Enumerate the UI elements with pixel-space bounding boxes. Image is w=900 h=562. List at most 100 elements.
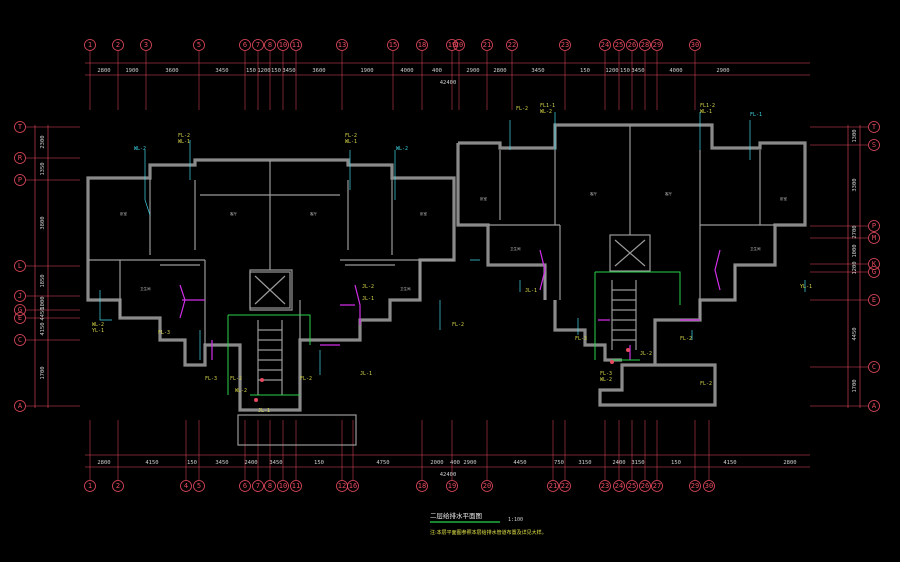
axis-label: 10 xyxy=(279,482,287,490)
right-dim-value: 1200 xyxy=(852,261,858,274)
axis-label: 26 xyxy=(641,482,649,490)
svg-text:卫生间: 卫生间 xyxy=(400,286,411,291)
bottom-dim-value: 150 xyxy=(671,460,681,466)
bottom-dim-value: 3450 xyxy=(269,460,282,466)
top-axis-bubble: 10 xyxy=(277,39,289,51)
bottom-axis-bubble: 7 xyxy=(252,480,264,492)
top-axis-bubble: 6 xyxy=(239,39,251,51)
drawing-note: 注:本层平面图参照本层给排水管道布置及详见大样。 xyxy=(430,529,547,536)
axis-label: E xyxy=(872,296,876,304)
bottom-axis-bubble: 8 xyxy=(264,480,276,492)
axis-label: 30 xyxy=(705,482,713,490)
axis-label: K xyxy=(872,260,877,268)
right-axis-bubble: M xyxy=(868,232,880,244)
axis-label: 23 xyxy=(561,41,569,49)
top-dim-value: 3450 xyxy=(631,68,644,74)
top-dim-value: 150 xyxy=(580,68,590,74)
left-axis-bubble: L xyxy=(14,260,26,272)
bottom-dim-value: 2400 xyxy=(612,460,625,466)
axis-label: 26 xyxy=(628,41,636,49)
svg-text:WL-1: WL-1 xyxy=(178,139,190,145)
top-dim-value: 4000 xyxy=(400,68,413,74)
svg-text:FL1-1: FL1-1 xyxy=(540,103,555,109)
top-dim-value: 1900 xyxy=(125,68,138,74)
bottom-axis-bubble: 4 xyxy=(180,480,192,492)
svg-text:卧室: 卧室 xyxy=(420,211,428,216)
svg-text:WL-2: WL-2 xyxy=(396,146,408,152)
right-building-walls xyxy=(456,123,807,407)
top-axis-bubble: 3 xyxy=(140,39,152,51)
left-dim-value: 4150 xyxy=(40,322,46,335)
svg-text:WL-2: WL-2 xyxy=(92,322,104,328)
top-axis-bubble: 11 xyxy=(290,39,302,51)
axis-label: S xyxy=(872,141,876,149)
left-dim-value: 2300 xyxy=(40,135,46,148)
axis-label: 27 xyxy=(653,482,661,490)
top-dim-value: 4000 xyxy=(669,68,682,74)
bottom-dim-value: 750 xyxy=(554,460,564,466)
bottom-axis-bubble: 29 xyxy=(689,480,701,492)
svg-text:WL-2: WL-2 xyxy=(600,377,612,383)
top-dim-value: 3450 xyxy=(531,68,544,74)
axis-label: C xyxy=(18,336,22,344)
bottom-axis-bubble: 19 xyxy=(446,480,458,492)
right-axis-bubble: P xyxy=(868,220,880,232)
svg-text:JL-1: JL-1 xyxy=(360,371,372,377)
svg-text:FL-3: FL-3 xyxy=(205,376,217,382)
svg-text:WL-2: WL-2 xyxy=(134,146,146,152)
top-dim-value: 150 xyxy=(271,68,281,74)
axis-label: 15 xyxy=(389,41,397,49)
left-dim-value: 1850 xyxy=(40,274,46,287)
left-dim-value: 3800 xyxy=(40,216,46,229)
axis-label: 29 xyxy=(691,482,699,490)
left-building-pipes xyxy=(99,140,441,402)
right-dim-value: 2700 xyxy=(852,225,858,238)
top-dim-value: 2800 xyxy=(97,68,110,74)
bottom-axis-bubble: 10 xyxy=(277,480,289,492)
top-dim-value: 3450 xyxy=(282,68,295,74)
axis-label: 1 xyxy=(88,482,92,490)
bottom-dim-value: 4150 xyxy=(723,460,736,466)
top-dim-value: 400 xyxy=(432,68,442,74)
svg-text:FL-2: FL-2 xyxy=(516,106,528,112)
axis-label: 8 xyxy=(268,41,272,49)
bottom-dim-value: 4150 xyxy=(145,460,158,466)
top-axis-bubble: 8 xyxy=(264,39,276,51)
axis-label: 5 xyxy=(197,482,201,490)
right-axis-bubble: C xyxy=(868,361,880,373)
axis-label: 25 xyxy=(615,41,623,49)
axis-grid-lines xyxy=(26,51,868,480)
axis-label: M xyxy=(872,234,876,242)
svg-text:FL-3: FL-3 xyxy=(600,371,612,377)
bottom-total-dim: 42400 xyxy=(440,472,457,478)
svg-text:FL-2: FL-2 xyxy=(680,336,692,342)
top-axis-bubble: 29 xyxy=(651,39,663,51)
bottom-dim-value: 400 xyxy=(450,460,460,466)
svg-text:卫生间: 卫生间 xyxy=(510,246,521,251)
svg-text:客厅: 客厅 xyxy=(590,191,598,196)
axis-label: 21 xyxy=(549,482,557,490)
svg-text:FL-1: FL-1 xyxy=(750,112,762,118)
top-dim-value: 3600 xyxy=(312,68,325,74)
svg-text:卧室: 卧室 xyxy=(120,211,127,216)
axis-label: 8 xyxy=(268,482,272,490)
axis-label: 18 xyxy=(418,482,426,490)
axis-label: P xyxy=(18,176,22,184)
axis-label: 6 xyxy=(243,41,247,49)
axis-label: A xyxy=(872,402,877,410)
bottom-dim-value: 3150 xyxy=(578,460,591,466)
top-axis-bubble: 28 xyxy=(639,39,651,51)
svg-text:卧室: 卧室 xyxy=(780,196,788,201)
svg-text:YL-1: YL-1 xyxy=(92,328,104,334)
bottom-axis-bubble: 25 xyxy=(626,480,638,492)
left-dim-value: 1700 xyxy=(40,366,46,379)
bottom-axis-bubble: 12 xyxy=(336,480,348,492)
left-axis-bubble: C xyxy=(14,334,26,346)
bottom-axis-bubble: 1 xyxy=(84,480,96,492)
left-dim-value: 4450 xyxy=(40,307,46,320)
bottom-dim-value: 3450 xyxy=(215,460,228,466)
axis-label: 5 xyxy=(197,41,201,49)
